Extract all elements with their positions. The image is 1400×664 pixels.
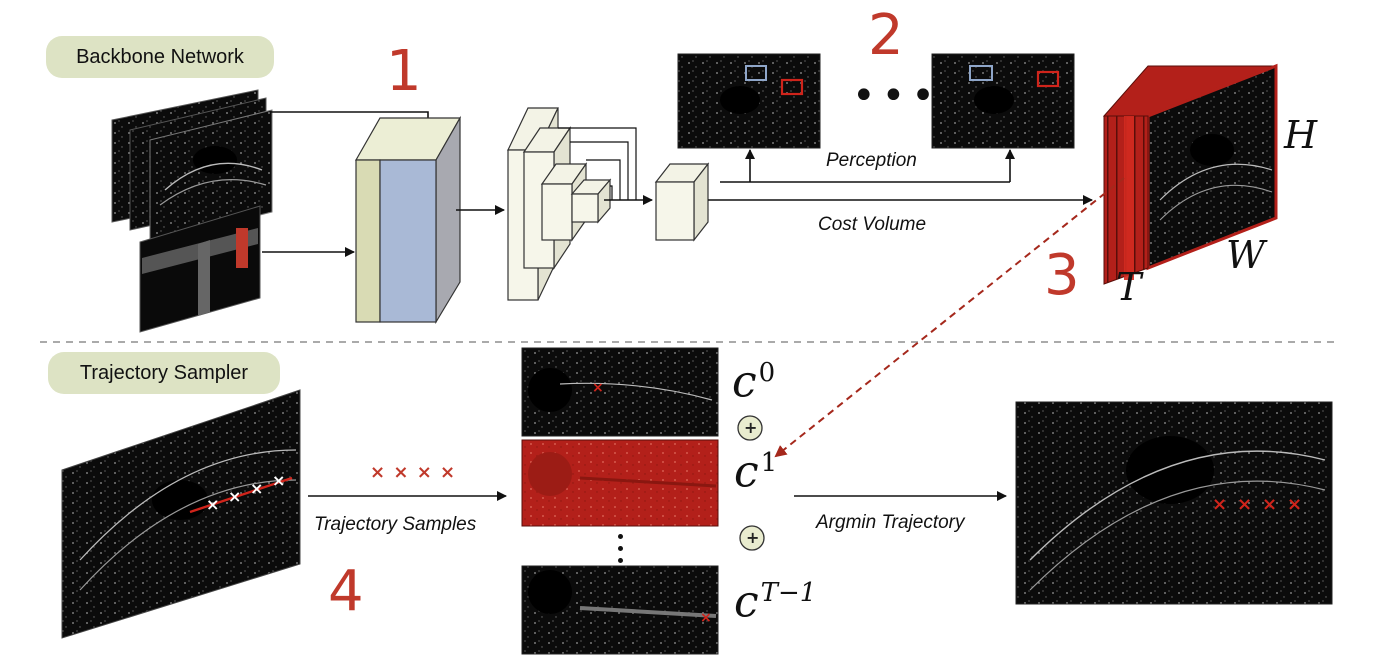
svg-text:×: × [1287,494,1302,515]
cost-map-c1 [521,439,719,527]
svg-text:×: × [1237,494,1252,515]
cost-term-c1-sup: 1 [760,448,778,478]
volume-time-label: T [1116,265,1142,309]
volume-height-label: H [1284,113,1318,157]
plus-circle-1 [737,415,763,441]
cost-term-cT-1-sup: T−1 [760,578,817,608]
plus-symbol-2: + [746,528,760,547]
svg-text:×: × [1212,494,1227,515]
slice-selection-arrow [774,177,1125,458]
cost-volume-block [1102,63,1278,285]
perception-label: Perception [826,150,917,171]
cost-term-cT-1-base: c [734,576,759,628]
cost-map-vertical-ellipsis [618,534,626,570]
cost-volume-label: Cost Volume [818,214,927,235]
cost-term-c1-base: c [734,446,759,498]
argmin-trajectory-label: Argmin Trajectory [816,512,965,533]
sampler-input-lidar: × × × × [61,389,301,639]
cost-term-c0-base: c [732,356,757,408]
input-lidar-stack [111,89,273,243]
cost-term-c0: c0 [732,360,775,405]
cost-term-cT-1: cT−1 [734,580,816,625]
cost-term-c0-sup: 0 [758,358,776,388]
svg-text:×: × [272,471,285,490]
svg-text:×: × [1262,494,1277,515]
step-number-4: 4 [328,559,364,624]
trajectory-sample-marks: × × × × [370,462,457,483]
svg-text:×: × [250,479,263,498]
perception-frame-last [931,53,1075,149]
svg-text:×: × [592,380,604,396]
trajectory-samples-label: Trajectory Samples [314,514,477,535]
argmin-output-lidar: × × × × [1015,401,1333,605]
skip-connections [558,127,637,200]
step-number-1: 1 [386,39,422,104]
cost-term-c1: c1 [734,450,777,495]
backbone-input-block [354,115,462,325]
volume-width-label: W [1226,233,1266,277]
cost-map-cT-1: × [521,565,719,655]
svg-text:×: × [700,610,712,626]
perception-frame-first [677,53,821,149]
perception-ellipsis: ••• [852,73,941,119]
plus-symbol-1: + [744,418,758,437]
cost-map-c0: × [521,347,719,437]
step-number-2: 2 [868,3,904,68]
svg-text:×: × [228,487,241,506]
feature-pyramid [507,107,612,301]
svg-text:×: × [206,495,219,514]
step-number-3: 3 [1044,243,1080,308]
trajectory-sampler-label: Trajectory Sampler [48,352,280,394]
plus-circle-2 [739,525,765,551]
backbone-network-label: Backbone Network [46,36,274,78]
output-head-cube [654,162,710,242]
input-map-raster [139,205,261,333]
